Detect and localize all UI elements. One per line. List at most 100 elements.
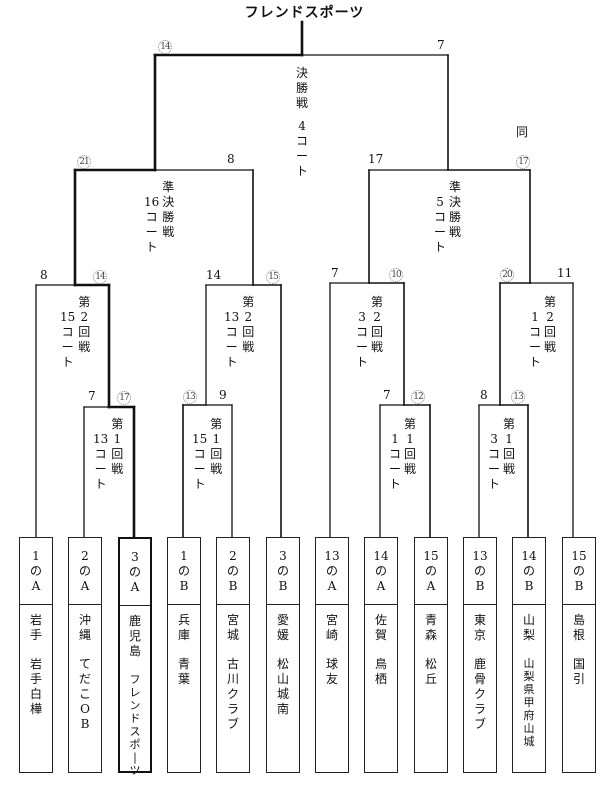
round-name: 準決勝戦 xyxy=(162,180,175,239)
prefecture-name: 東京 xyxy=(473,613,486,642)
circled-score: 17 xyxy=(117,391,131,405)
team-names: 山梨山梨県甲府山城 xyxy=(513,605,545,748)
seed-number: 13 xyxy=(472,548,488,563)
final-left-score: 14 xyxy=(158,38,172,54)
seed-number: 14 xyxy=(373,548,389,563)
seed-particle: の xyxy=(29,563,42,578)
r2-1-right-score: 14 xyxy=(93,268,107,284)
seed-group: A xyxy=(376,578,386,593)
seed-particle: の xyxy=(177,563,190,578)
r2-2-right-score: 15 xyxy=(266,268,280,284)
seed-group: B xyxy=(475,578,485,593)
seed-group: B xyxy=(524,578,534,593)
seed-particle: の xyxy=(325,563,338,578)
prefecture-name: 佐賀 xyxy=(374,613,387,642)
circled-score: 13 xyxy=(183,390,197,404)
seed-group: B xyxy=(278,578,288,593)
seed-particle: の xyxy=(128,564,141,579)
sf2-left-score: 17 xyxy=(368,152,384,166)
r2-4-right-score: 11 xyxy=(557,266,573,280)
team-name: 古川クラブ xyxy=(226,657,239,731)
prefecture-name: 兵庫 xyxy=(177,613,190,642)
seed-number: 14 xyxy=(521,548,537,563)
r2-3-left-score: 7 xyxy=(331,266,339,280)
prefecture-name: 青森 xyxy=(424,613,437,642)
team-names: 東京鹿骨クラブ xyxy=(464,605,496,732)
seed-particle: の xyxy=(374,563,387,578)
team-names: 佐賀鳥栖 xyxy=(365,605,397,687)
seed-number: 15 xyxy=(423,548,439,563)
team-names: 鹿児島フレンドスポ|ツ xyxy=(120,606,150,777)
seed-number: 2 xyxy=(229,548,237,563)
seed-group: B xyxy=(228,578,238,593)
seed-particle: の xyxy=(276,563,289,578)
circled-score: 21 xyxy=(77,155,91,169)
prefecture-name: 岩手 xyxy=(29,613,42,642)
circled-score: 17 xyxy=(516,155,530,169)
team-names: 愛媛松山城南 xyxy=(267,605,299,717)
team-names: 青森松丘 xyxy=(415,605,447,687)
sf2-right-score: 17 xyxy=(516,153,530,169)
circled-score: 10 xyxy=(389,268,403,282)
seed-particle: の xyxy=(226,563,239,578)
seed-group: A xyxy=(31,578,41,593)
circled-score: 14 xyxy=(93,270,107,284)
seed-number: 15 xyxy=(571,548,587,563)
circled-score: 15 xyxy=(266,270,280,284)
team-names: 宮崎球友 xyxy=(316,605,348,687)
seed-group: B xyxy=(179,578,189,593)
seed-group: A xyxy=(80,578,90,593)
r1-1-left-score: 7 xyxy=(88,389,96,403)
seed-number: 1 xyxy=(32,548,40,563)
team-name: 岩手白樺 xyxy=(29,657,42,716)
team-name: 松山城南 xyxy=(276,657,289,716)
round-name: 決勝戦 xyxy=(296,66,309,110)
prefecture-name: 宮城 xyxy=(226,613,239,642)
seed-particle: の xyxy=(522,563,535,578)
champion-title: フレンドスポーツ xyxy=(244,5,365,21)
seed-group: A xyxy=(130,579,140,594)
team-name: 球友 xyxy=(325,657,338,686)
r2-2-left-score: 14 xyxy=(206,268,222,282)
team-names: 島根国引 xyxy=(563,605,595,687)
circled-score: 12 xyxy=(411,390,425,404)
